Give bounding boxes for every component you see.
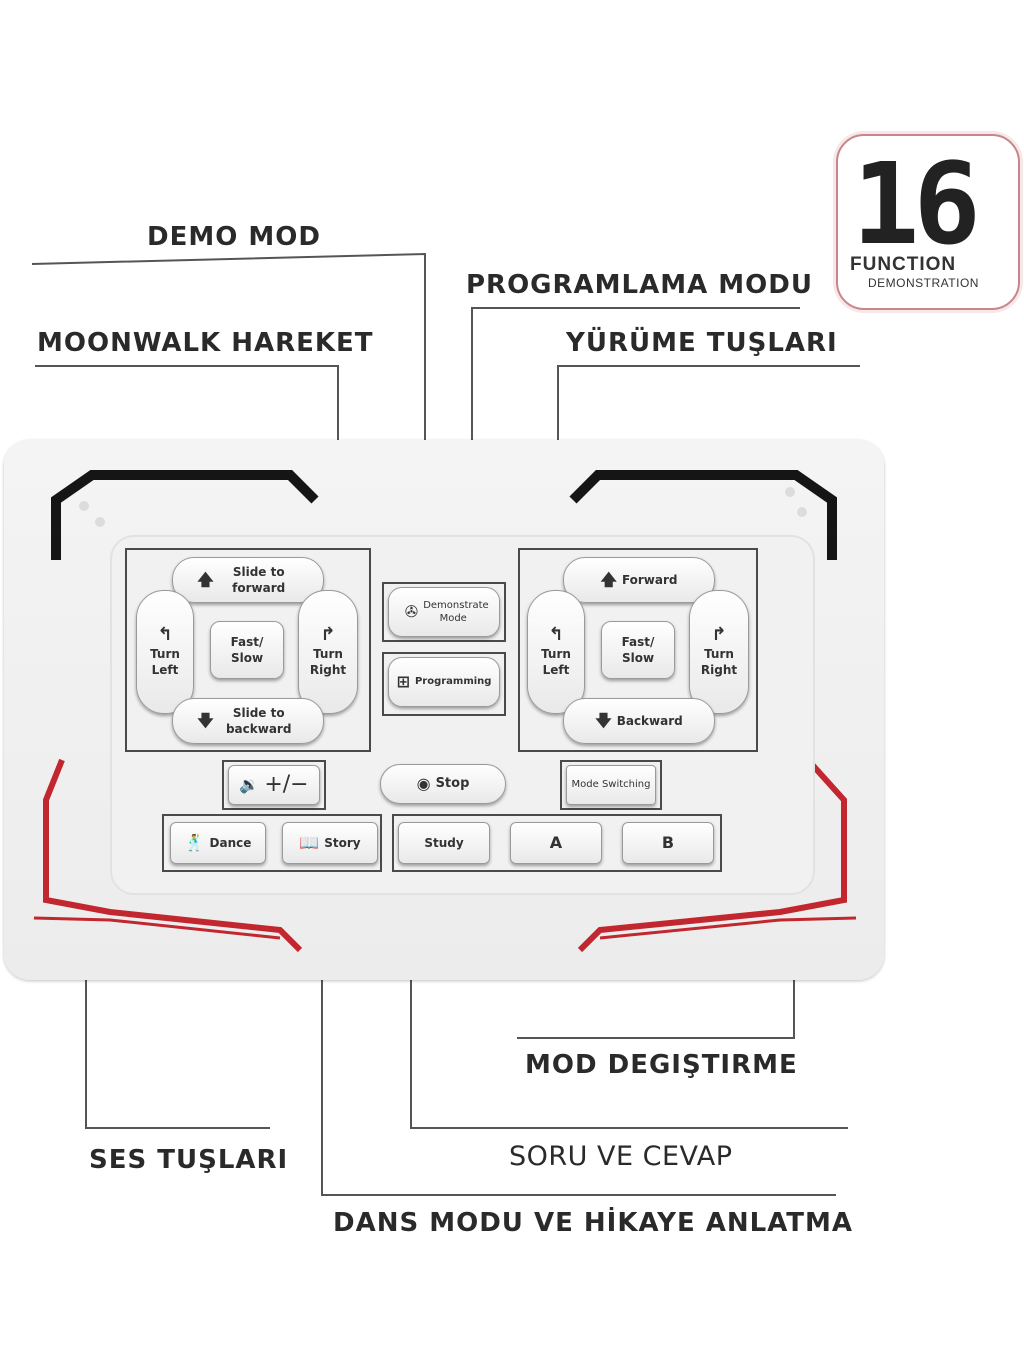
slide-forward-label: Slide to forward bbox=[232, 564, 286, 595]
volume-button[interactable]: 🔉 +/− bbox=[228, 765, 320, 805]
book-icon: 📖 bbox=[299, 833, 320, 852]
mode-switching-button[interactable]: Mode Switching bbox=[566, 765, 656, 805]
left-fast-slow-label: Fast/ Slow bbox=[230, 634, 264, 665]
callout-programlama-modu: PROGRAMLAMA MODU bbox=[466, 270, 813, 300]
callout-demo-mod: DEMO MOD bbox=[147, 222, 321, 252]
forward-button[interactable]: 🡅 Forward bbox=[563, 557, 715, 603]
stop-circle-icon: ◉ bbox=[416, 774, 431, 793]
film-reel-icon: ✇ bbox=[404, 602, 419, 621]
right-turn-right-button[interactable]: ↱ Turn Right bbox=[689, 590, 749, 714]
mode-switching-label: Mode Switching bbox=[571, 779, 651, 791]
left-turn-right-label: Turn Right bbox=[309, 646, 347, 677]
right-fast-slow-button[interactable]: Fast/ Slow bbox=[601, 621, 675, 679]
callout-mod-degistirme: MOD DEGIŞTIRME bbox=[525, 1050, 798, 1080]
story-button[interactable]: 📖 Story bbox=[282, 822, 378, 864]
a-button[interactable]: A bbox=[510, 822, 602, 864]
volume-label: +/− bbox=[264, 772, 309, 798]
speaker-icon: 🔉 bbox=[239, 775, 260, 794]
arrow-up-icon: 🡅 bbox=[197, 570, 214, 589]
slide-backward-label: Slide to backward bbox=[225, 705, 292, 736]
stop-label: Stop bbox=[435, 776, 470, 792]
b-button[interactable]: B bbox=[622, 822, 714, 864]
arrow-up-icon: 🡅 bbox=[600, 570, 617, 589]
slide-backward-button[interactable]: 🡇 Slide to backward bbox=[172, 698, 324, 744]
study-label: Study bbox=[424, 835, 464, 850]
programming-label: Programming bbox=[414, 676, 492, 688]
badge-number: 16 bbox=[852, 140, 981, 270]
demonstrate-mode-label: Demonstrate Mode bbox=[423, 599, 489, 625]
function-badge: 16 FUNCTION DEMONSTRATION bbox=[836, 134, 1020, 310]
study-button[interactable]: Study bbox=[398, 822, 490, 864]
arrow-down-icon: 🡇 bbox=[197, 711, 214, 730]
callout-soru-ve-cevap: SORU VE CEVAP bbox=[509, 1141, 733, 1172]
backward-button[interactable]: 🡇 Backward bbox=[563, 698, 715, 744]
arrow-down-icon: 🡇 bbox=[595, 711, 612, 730]
study-ab-frame bbox=[392, 814, 722, 872]
callout-ses-tuslari: SES TUŞLARI bbox=[89, 1145, 289, 1175]
story-label: Story bbox=[324, 835, 361, 850]
demo-frame bbox=[382, 582, 506, 642]
left-turn-left-button[interactable]: ↰ Turn Left bbox=[136, 590, 194, 714]
dance-label: Dance bbox=[209, 835, 252, 850]
dance-button[interactable]: 🕺 Dance bbox=[170, 822, 266, 864]
forward-label: Forward bbox=[621, 572, 678, 587]
left-pad-frame bbox=[125, 548, 371, 752]
callout-yurume-tuslari: YÜRÜME TUŞLARI bbox=[566, 328, 838, 358]
backward-label: Backward bbox=[616, 713, 683, 728]
callout-moonwalk-hareket: MOONWALK HAREKET bbox=[37, 328, 374, 358]
mode-switch-frame bbox=[560, 760, 662, 810]
b-label: B bbox=[661, 833, 675, 853]
dance-story-frame bbox=[162, 814, 382, 872]
left-turn-right-button[interactable]: ↱ Turn Right bbox=[298, 590, 358, 714]
right-fast-slow-label: Fast/ Slow bbox=[621, 634, 655, 665]
slide-forward-button[interactable]: 🡅 Slide to forward bbox=[172, 557, 324, 603]
turn-left-icon: ↰ bbox=[157, 623, 173, 645]
left-turn-left-label: Turn Left bbox=[150, 646, 180, 677]
turn-right-icon: ↱ bbox=[711, 623, 727, 645]
dancer-icon: 🕺 bbox=[184, 833, 205, 852]
right-turn-left-button[interactable]: ↰ Turn Left bbox=[527, 590, 585, 714]
programming-button[interactable]: ⊞ Programming bbox=[388, 657, 500, 707]
windows-logo-icon: ⊞ bbox=[396, 672, 410, 691]
a-label: A bbox=[549, 833, 563, 853]
badge-function-text: FUNCTION bbox=[850, 254, 957, 275]
right-pad-frame bbox=[518, 548, 758, 752]
stop-button[interactable]: ◉ Stop bbox=[380, 764, 506, 804]
turn-right-icon: ↱ bbox=[320, 623, 336, 645]
badge-demonstration-text: DEMONSTRATION bbox=[868, 276, 979, 290]
right-turn-right-label: Turn Right bbox=[700, 646, 738, 677]
programming-frame bbox=[382, 652, 506, 716]
volume-frame bbox=[222, 760, 326, 810]
turn-left-icon: ↰ bbox=[548, 623, 564, 645]
left-fast-slow-button[interactable]: Fast/ Slow bbox=[210, 621, 284, 679]
right-turn-left-label: Turn Left bbox=[541, 646, 571, 677]
demonstrate-mode-button[interactable]: ✇ Demonstrate Mode bbox=[388, 587, 500, 637]
callout-dans-modu: DANS MODU VE HİKAYE ANLATMA bbox=[333, 1208, 854, 1238]
